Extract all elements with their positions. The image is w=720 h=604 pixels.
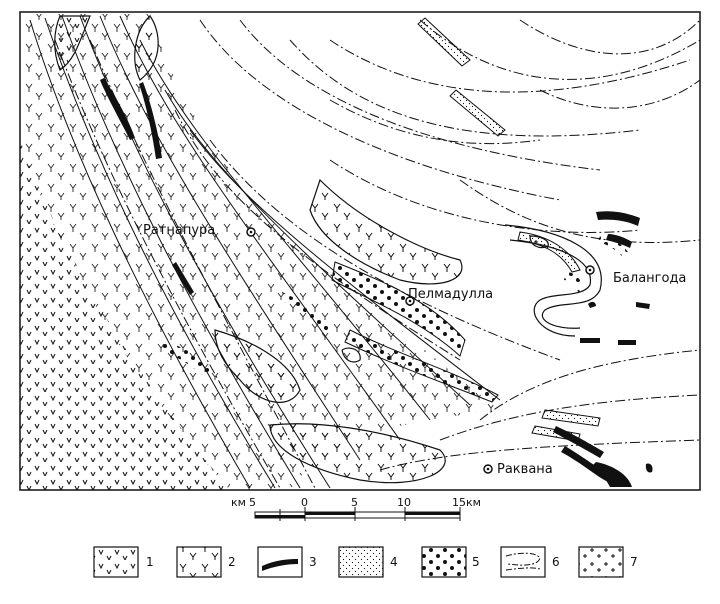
place-balangoda: Балангода: [585, 265, 686, 286]
ratnapura-label: Ратнапура: [143, 223, 215, 238]
unit-2-lenses: [54, 15, 463, 484]
v-pattern-symbol: [93, 546, 139, 578]
legend-item-5: 5: [421, 546, 480, 578]
dot-pattern-symbol: [421, 546, 467, 578]
plus-pattern-symbol: [578, 546, 624, 578]
unit-2-main-belt: [22, 14, 500, 490]
balangoda-label: Балангода: [613, 271, 686, 286]
scale-bar: км 5 0 5 10 15 км: [231, 496, 481, 521]
legend-num-7: 7: [630, 555, 638, 569]
fold-lines-symbol: [505, 552, 541, 571]
legend-item-4: 4: [338, 546, 398, 578]
scale-tick-1: 0: [301, 496, 308, 509]
legend: 1 2 3 4 5 6 7: [93, 546, 638, 578]
legend-item-6: 6: [500, 546, 560, 578]
place-rakvana: Раквана: [483, 462, 553, 477]
unit-6-fold-structure: [341, 224, 602, 363]
unit-1-western-belt: [20, 140, 230, 490]
scale-tick-0: 5: [249, 496, 256, 509]
scale-tick-3: 10: [397, 496, 411, 509]
legend-item-2: 2: [176, 546, 236, 578]
legend-num-3: 3: [309, 555, 317, 569]
legend-num-5: 5: [472, 555, 480, 569]
black-band-symbol: [262, 559, 298, 571]
legend-item-7: 7: [578, 546, 638, 578]
scale-tick-4: 15: [452, 496, 466, 509]
y-pattern-symbol: [176, 546, 222, 578]
fine-stipple-symbol: [338, 546, 384, 578]
rakvana-label: Раквана: [497, 462, 553, 477]
scale-unit-left: км: [231, 496, 246, 509]
legend-num-4: 4: [390, 555, 398, 569]
legend-num-1: 1: [146, 555, 154, 569]
place-pelmadulla: Пелмадулла: [405, 287, 493, 306]
unit-5-dot-zones: [158, 236, 628, 403]
legend-num-6: 6: [552, 555, 560, 569]
legend-num-2: 2: [228, 555, 236, 569]
place-ratnapura: Ратнапура: [143, 223, 256, 238]
pelmadulla-label: Пелмадулла: [408, 287, 493, 302]
legend-item-1: 1: [93, 546, 154, 578]
dash-dot-lines-west: [54, 39, 561, 489]
scale-tick-2: 5: [351, 496, 358, 509]
legend-item-3: 3: [257, 546, 317, 578]
scale-unit-right: км: [466, 496, 481, 509]
